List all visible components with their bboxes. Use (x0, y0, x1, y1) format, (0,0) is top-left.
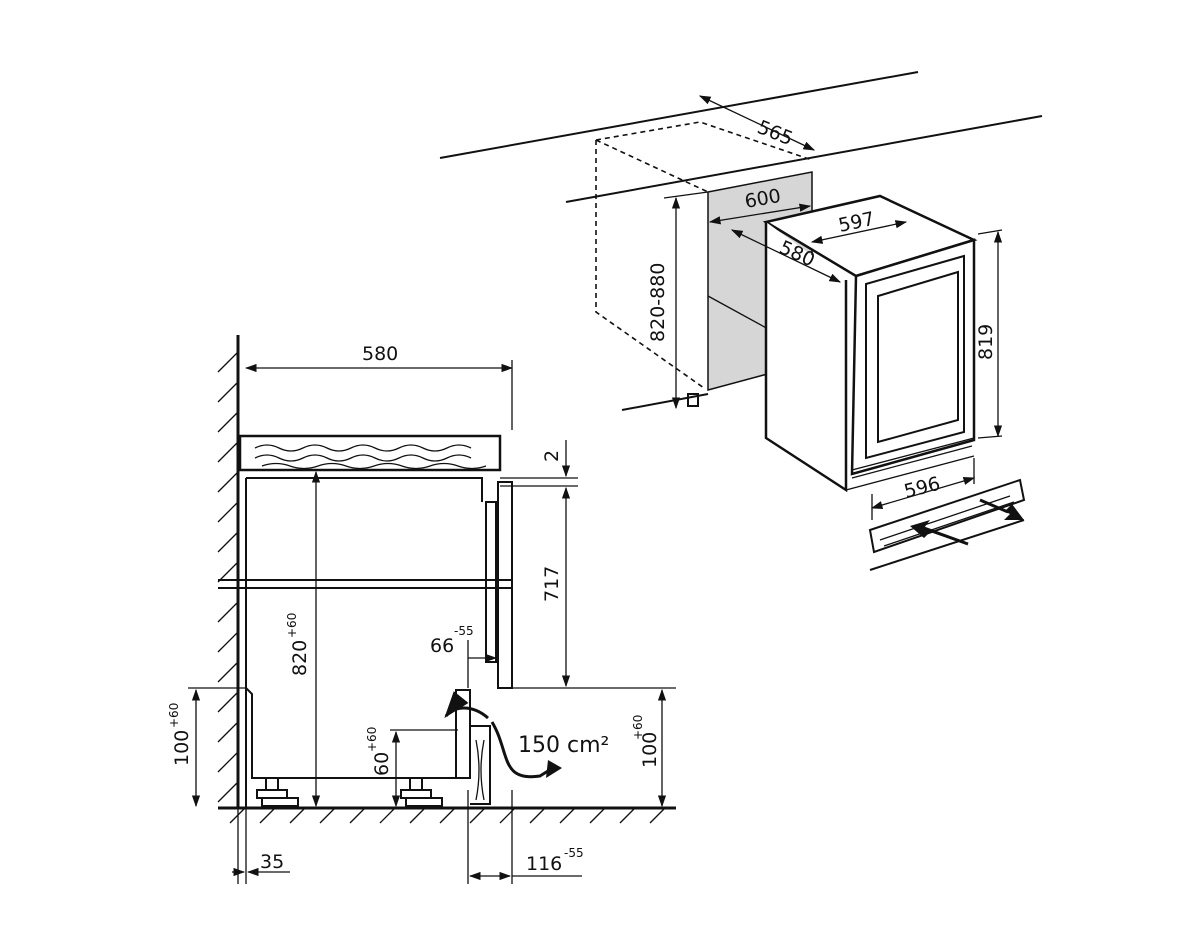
label-foot-height: 60 (371, 752, 393, 776)
label-iso-height: 819 (975, 324, 997, 360)
label-left-plinth-tol: +60 (167, 703, 181, 728)
label-left-plinth: 100 (171, 730, 193, 766)
ext-line-iso-height-range (663, 191, 709, 199)
iso-foot (687, 393, 699, 407)
label-iso-depth: 565 (754, 116, 796, 150)
label-niche-height-tol: +60 (285, 613, 299, 638)
door-frame (865, 254, 965, 460)
base-grille (845, 437, 975, 491)
door-glass (877, 270, 959, 444)
plinth-air-out-shaft (979, 498, 1009, 514)
label-plinth-offset: 116 (526, 853, 562, 875)
side-section-view: 580 2 717 820 +60 100 +60 100 +60 60 +60… (167, 335, 676, 884)
plinth-vent-strip (868, 478, 1026, 554)
plinth-grille (470, 725, 491, 805)
label-vent-area: 150 cm² (518, 733, 609, 758)
dim-line-iso-depth-unit (730, 229, 842, 283)
door-hinge-strip (485, 501, 497, 663)
label-gap-top: 2 (541, 450, 563, 462)
panel-edge-line (707, 295, 771, 331)
label-door-offset-tol: -55 (454, 624, 474, 638)
worktop (238, 434, 502, 472)
appliance-side (764, 222, 848, 493)
worktop-edge-front (565, 115, 1043, 203)
dim-line-iso-depth (698, 95, 816, 151)
door (497, 481, 513, 689)
label-door-offset: 66 (430, 635, 454, 657)
plinth-panel (455, 689, 471, 779)
label-niche-height: 820 (289, 640, 311, 676)
plinth-grille-slots (475, 739, 485, 801)
label-right-plinth-tol: +60 (631, 715, 645, 740)
dim-line-iso-width-niche (708, 203, 812, 225)
plinth-air-in-arrow (910, 520, 970, 546)
label-iso-plinth-width: 596 (902, 473, 943, 503)
plinth-floor-line (869, 519, 1025, 571)
air-inlet-arrow (546, 760, 562, 778)
label-niche-upper: 717 (541, 566, 563, 602)
front-foot (400, 777, 443, 807)
label-rear-offset: 35 (260, 851, 284, 873)
air-outlet-arrow (444, 691, 489, 720)
label-top-depth: 580 (362, 343, 398, 365)
wood-grain (254, 444, 487, 470)
worktop-edge-back (439, 71, 919, 159)
appliance-front (850, 238, 976, 476)
rear-foot (256, 777, 299, 807)
label-right-plinth: 100 (639, 732, 661, 768)
label-foot-height-tol: +60 (365, 727, 379, 752)
plinth-air-in-shaft (923, 526, 969, 546)
air-path (490, 721, 557, 779)
label-plinth-offset-tol: -55 (564, 846, 584, 860)
floor-edge (621, 393, 709, 411)
ext-line-iso-height-bottom (977, 435, 1003, 439)
label-iso-height-range: 820-880 (647, 263, 669, 342)
ext-line-iso-height-top (977, 229, 1003, 235)
floor-hatching (229, 807, 666, 824)
dim-line-iso-plinth-width (870, 477, 976, 509)
wall-hatching (217, 351, 239, 803)
isometric-view: 565 600 597 580 820-880 819 596 (439, 71, 1043, 571)
